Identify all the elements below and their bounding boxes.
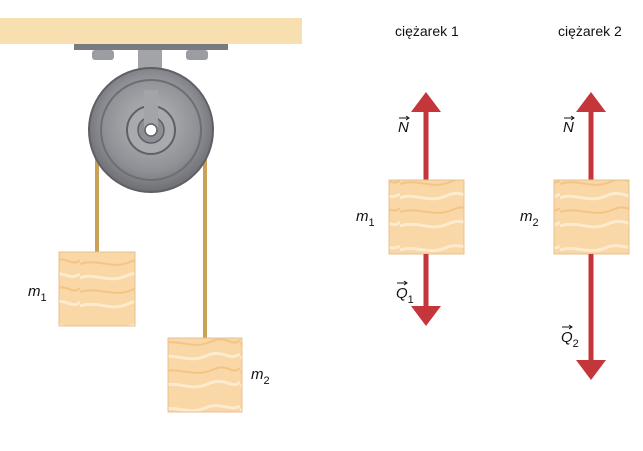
fbd1-label-Q1: Q1	[396, 280, 414, 306]
fbd2-block	[553, 179, 630, 255]
pulley-wheel	[88, 67, 214, 193]
svg-text:N: N	[398, 119, 409, 136]
label-m1: m1	[28, 283, 47, 304]
label-m2: m2	[251, 366, 270, 387]
block-m2	[167, 337, 243, 413]
block-m1	[58, 251, 136, 327]
fbd1-label-m1: m1	[356, 208, 375, 229]
ceiling	[0, 18, 302, 44]
svg-text:Q1: Q1	[396, 285, 414, 306]
svg-text:N: N	[563, 119, 574, 136]
free-body-diagram-2: ciężarek 2 N m2 Q2	[520, 23, 630, 380]
fbd1-title: ciężarek 1	[395, 23, 459, 39]
fbd2-label-Q2: Q2	[561, 324, 579, 350]
fbd1-block	[388, 179, 465, 255]
free-body-diagram-1: ciężarek 1 N m1 Q1	[356, 23, 465, 326]
fbd1-label-N: N	[398, 115, 410, 136]
fbd2-title: ciężarek 2	[558, 23, 622, 39]
fbd2-label-m2: m2	[520, 208, 539, 229]
svg-text:Q2: Q2	[561, 329, 579, 350]
fbd2-label-N: N	[563, 115, 575, 136]
